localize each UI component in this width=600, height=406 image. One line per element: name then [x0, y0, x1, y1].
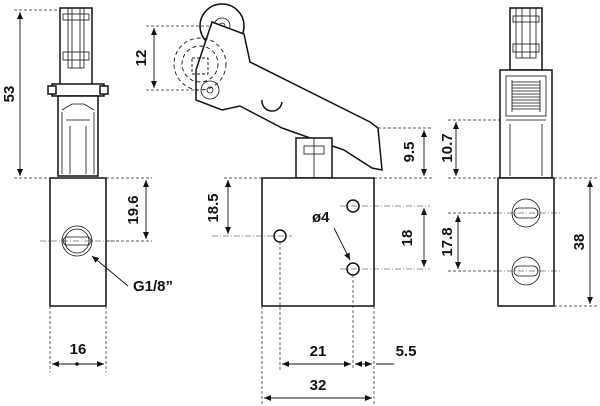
spring [511, 80, 541, 112]
dim-9-5-label: 9.5 [401, 142, 418, 163]
dim-18: 18 [399, 208, 427, 267]
right-body [497, 177, 555, 307]
dim-19-6: 19.6 [106, 177, 152, 242]
dim-12: 12 [133, 25, 212, 91]
left-roller-fork [59, 7, 93, 91]
thread-callout: G1/8” [91, 255, 173, 295]
dim-10-7-label: 10.7 [439, 133, 456, 162]
dim-38-label: 38 [571, 234, 588, 251]
thread-label: G1/8” [133, 278, 173, 295]
hole-callout: ø4 [312, 209, 351, 261]
dim-21: 21 [279, 242, 375, 404]
dim-5-5-label: 5.5 [396, 343, 417, 360]
left-stem [57, 95, 99, 177]
dim-53: 53 [1, 9, 60, 179]
dim-9-5: 9.5 [374, 127, 432, 179]
dim-5-5: 5.5 [355, 343, 417, 367]
dim-32-label: 32 [310, 377, 327, 394]
dim-18-5-label: 18.5 [205, 193, 222, 222]
dim-10-7: 10.7 [439, 119, 500, 179]
dim-17-8: 17.8 [439, 212, 498, 272]
left-view [40, 7, 116, 307]
dim-38: 38 [554, 177, 598, 307]
right-roller-fork [509, 7, 543, 71]
dim-16: 16 [49, 306, 107, 372]
dim-19-6-label: 19.6 [125, 195, 142, 224]
dim-18-label: 18 [399, 230, 416, 247]
dim-12-label: 12 [133, 50, 150, 67]
roller-alt-position [173, 37, 227, 91]
lever-arm [195, 21, 383, 171]
dim-21-label: 21 [310, 343, 327, 360]
dim-18-5: 18.5 [205, 177, 262, 234]
right-view [496, 7, 560, 307]
dim-53-label: 53 [1, 86, 18, 103]
dim-16-label: 16 [70, 341, 87, 358]
right-stem [499, 69, 553, 179]
left-body [49, 177, 107, 307]
dim-32: 32 [261, 306, 372, 404]
hole-diameter-label: ø4 [312, 209, 330, 226]
middle-view [173, 3, 430, 307]
left-collar [51, 83, 105, 97]
dim-17-8-label: 17.8 [439, 227, 456, 256]
